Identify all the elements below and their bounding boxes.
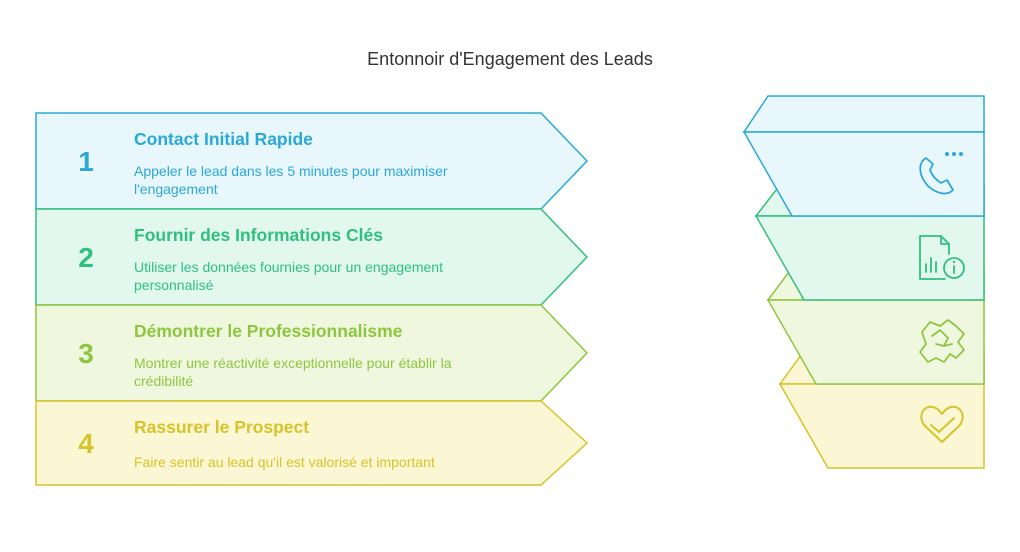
step-4-description: Faire sentir au lead qu'il est valorisé … — [134, 454, 435, 470]
step-1-description: Appeler le lead dans les 5 minutes pour … — [134, 163, 448, 197]
phone-call-icon — [919, 152, 963, 195]
heart-check-icon — [920, 405, 964, 443]
step-3-number: 3 — [78, 338, 94, 369]
step-2-number: 2 — [78, 242, 94, 273]
step-2-description: Utiliser les données fournies pour un en… — [134, 259, 443, 293]
step-4-banner — [35, 400, 589, 486]
step-4-title: Rassurer le Prospect — [134, 417, 310, 437]
step-3: 3 Démontrer le Professionnalisme Montrer… — [36, 305, 556, 401]
handshake-icon — [919, 319, 965, 363]
step-2-title: Fournir des Informations Clés — [134, 225, 383, 245]
step-3-banner — [35, 304, 589, 402]
step-3-description: Montrer une réactivité exceptionnelle po… — [134, 355, 452, 389]
diagram-title: Entonnoir d'Engagement des Leads — [367, 49, 653, 69]
report-info-icon — [919, 235, 965, 280]
funnel-layer-1 — [742, 95, 985, 217]
step-2-banner — [35, 208, 589, 306]
step-1-number: 1 — [78, 146, 94, 177]
step-1-banner — [35, 112, 589, 210]
step-2: 2 Fournir des Informations Clés Utiliser… — [36, 209, 556, 305]
step-3-title: Démontrer le Professionnalisme — [134, 321, 403, 341]
step-4: 4 Rassurer le Prospect Faire sentir au l… — [36, 401, 556, 485]
step-1-title: Contact Initial Rapide — [134, 129, 313, 149]
step-1: 1 Contact Initial Rapide Appeler le lead… — [36, 113, 556, 209]
step-4-number: 4 — [78, 428, 94, 459]
